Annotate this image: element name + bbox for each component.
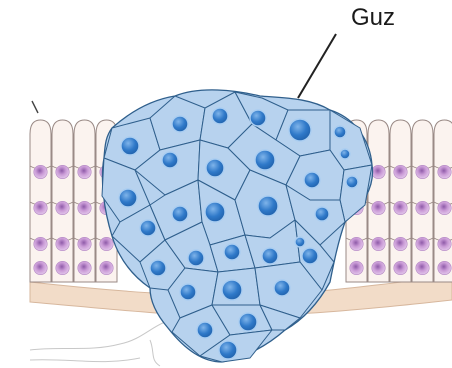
tumor-nucleus xyxy=(219,341,237,359)
normal-nucleus xyxy=(438,165,451,178)
tumor-nucleus xyxy=(334,126,346,138)
tumor-nucleus xyxy=(180,284,196,300)
left-edge-mark xyxy=(32,101,38,113)
tumor-nucleus xyxy=(302,248,318,264)
normal-nucleus xyxy=(438,261,451,274)
tumor-nucleus xyxy=(304,172,320,188)
normal-nucleus xyxy=(416,201,429,214)
tumor-nucleus xyxy=(121,137,139,155)
tumor-nucleus xyxy=(340,149,350,159)
tumor-nucleus xyxy=(346,176,358,188)
normal-nucleus xyxy=(78,201,91,214)
tumor-nucleus xyxy=(172,206,188,222)
normal-nucleus xyxy=(438,201,451,214)
normal-nucleus xyxy=(100,237,113,250)
tumor-nucleus xyxy=(150,260,166,276)
normal-nucleus xyxy=(416,261,429,274)
normal-cell xyxy=(434,120,452,282)
tumor-nucleus xyxy=(289,119,311,141)
normal-nucleus xyxy=(416,237,429,250)
tumor-nucleus xyxy=(258,196,278,216)
normal-nucleus xyxy=(394,261,407,274)
normal-nucleus xyxy=(394,165,407,178)
tumor-nucleus xyxy=(188,250,204,266)
tumor-mass xyxy=(102,90,373,362)
normal-nucleus xyxy=(78,261,91,274)
tumor-nucleus xyxy=(250,110,266,126)
normal-nucleus xyxy=(56,201,69,214)
normal-nucleus xyxy=(372,201,385,214)
tumor-nucleus xyxy=(255,150,275,170)
normal-nucleus xyxy=(394,237,407,250)
normal-nucleus xyxy=(34,201,47,214)
normal-nucleus xyxy=(34,237,47,250)
normal-nucleus xyxy=(350,261,363,274)
tumor-nucleus xyxy=(315,207,329,221)
normal-nucleus xyxy=(372,261,385,274)
tumor-nucleus xyxy=(222,280,242,300)
normal-nucleus xyxy=(100,261,113,274)
normal-nucleus xyxy=(34,261,47,274)
tumor-nucleus xyxy=(239,313,257,331)
tumor-nucleus xyxy=(172,116,188,132)
normal-nucleus xyxy=(56,237,69,250)
label-leader-line xyxy=(298,34,336,98)
normal-nucleus xyxy=(438,237,451,250)
tissue-outline xyxy=(30,322,165,366)
tumor-nucleus xyxy=(224,244,240,260)
tumor-nucleus xyxy=(262,248,278,264)
normal-nucleus xyxy=(416,165,429,178)
tumor-label: Guz xyxy=(351,6,395,30)
tumor-nucleus xyxy=(212,108,228,124)
normal-nucleus xyxy=(372,237,385,250)
normal-nucleus xyxy=(350,237,363,250)
normal-nucleus xyxy=(56,261,69,274)
tumor-nucleus xyxy=(197,322,213,338)
tumor-nucleus xyxy=(295,237,305,247)
tumor-nucleus xyxy=(140,220,156,236)
normal-nucleus xyxy=(394,201,407,214)
normal-nucleus xyxy=(372,165,385,178)
tumor-nucleus xyxy=(205,202,225,222)
tumor-nucleus xyxy=(206,159,224,177)
tumor-nucleus xyxy=(119,189,137,207)
normal-nucleus xyxy=(34,165,47,178)
tumor-nucleus xyxy=(274,280,290,296)
normal-nucleus xyxy=(78,237,91,250)
tumor-nucleus xyxy=(162,152,178,168)
normal-nucleus xyxy=(78,165,91,178)
normal-nucleus xyxy=(56,165,69,178)
